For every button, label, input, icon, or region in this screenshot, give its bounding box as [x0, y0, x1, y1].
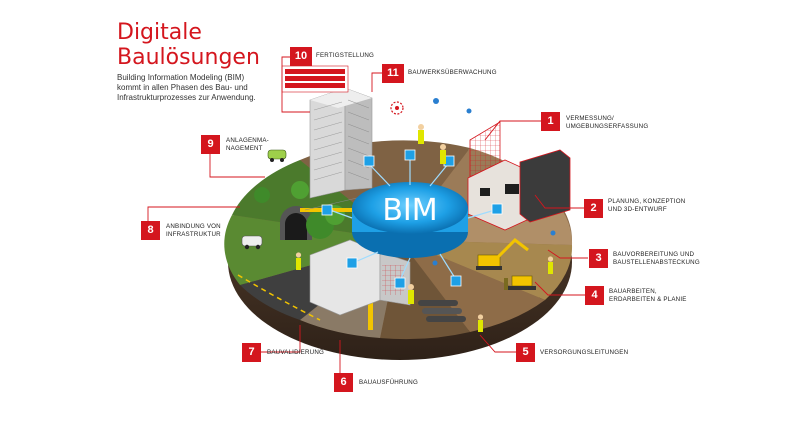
phase-8-label-line-1: Anbindung von: [166, 223, 221, 230]
phase-3-badge: 3: [589, 249, 608, 268]
phase-6-label-line-1: Bauausführung: [359, 379, 418, 386]
phase-1-label: Vermessung/ Umgebungserfassung: [566, 115, 648, 130]
phase-8-label-line-2: Infrastruktur: [166, 230, 221, 238]
phase-4-label: Bauarbeiten, Erdarbeiten & Planie: [609, 288, 687, 303]
phase-9-label-line-1: Anlagenma-: [226, 137, 269, 144]
phase-11-badge: 11: [382, 64, 404, 83]
bim-hub: BIM: [352, 182, 468, 258]
car-icon: [267, 149, 287, 162]
phase-11-label: Bauwerksüberwachung: [408, 69, 497, 77]
phase-5-label: Versorgungsleitungen: [540, 349, 628, 357]
phase-6-label: Bauausführung: [359, 379, 418, 387]
tunnel-icon: [280, 206, 312, 240]
phase-7-badge: 7: [242, 343, 261, 362]
phase-4-badge: 4: [585, 286, 604, 305]
phase-1-badge: 1: [541, 112, 560, 131]
phase-6-badge: 6: [334, 373, 353, 392]
phase-8-label: Anbindung von Infrastruktur: [166, 223, 221, 238]
phase-10-label: Fertigstellung: [316, 52, 374, 60]
phase-3-label-line-2: Baustellenabsteckung: [613, 258, 700, 266]
road-marking: [237, 274, 321, 321]
phase-10-label-line-1: Fertigstellung: [316, 52, 375, 59]
phase-1-label-line-1: Vermessung/: [566, 115, 614, 122]
phase-5-badge: 5: [516, 343, 535, 362]
subtitle-line-1: Building Information Modeling (BIM): [117, 73, 245, 82]
phase-3-label: Bauvorbereitung und Baustellenabsteckung: [613, 251, 700, 266]
phase-2-label-line-2: und 3D-Entwurf: [608, 205, 667, 213]
phase-4-label-line-2: Erdarbeiten & Planie: [609, 295, 687, 303]
phase-9-label: Anlagenma- nagement: [226, 137, 269, 152]
pipe-icon: [418, 300, 466, 322]
phase-2-label: Planung, Konzeption und 3D-Entwurf: [608, 198, 685, 213]
phase-3-label-line-1: Bauvorbereitung und: [613, 251, 695, 258]
satellite-icon: [432, 98, 556, 266]
phase-8-badge: 8: [141, 221, 160, 240]
surveyor-icon: [295, 124, 554, 332]
bim-connections: [329, 160, 496, 281]
sector-infrastructure: [224, 215, 400, 285]
title-line-2: Baulösungen: [117, 45, 260, 70]
phase-10-badge: 10: [290, 47, 312, 66]
phase-1-label-line-2: Umgebungserfassung: [566, 122, 649, 130]
checklist-icon: [281, 65, 349, 93]
phase-7-label: Bauvalidierung: [267, 349, 324, 357]
excavator-icon: [476, 238, 529, 270]
phase-2-badge: 2: [584, 199, 603, 218]
car-icon: [241, 235, 263, 250]
phase-4-label-line-1: Bauarbeiten,: [609, 288, 657, 295]
sensor-icon: [390, 101, 404, 115]
phase-7-label-line-1: Bauvalidierung: [267, 349, 325, 356]
phase-3-tank: [519, 149, 571, 223]
subtitle-line-3: Infrastrukturprozesses zur Anwendung.: [117, 93, 256, 102]
title-line-1: Digitale: [117, 20, 202, 45]
phase-9-badge: 9: [201, 135, 220, 154]
phase-9-label-line-2: nagement: [226, 144, 263, 152]
phase-11-label-line-1: Bauwerksüberwachung: [408, 69, 497, 76]
phase-2-label-line-1: Planung, Konzeption: [608, 198, 686, 205]
phase-5-label-line-1: Versorgungsleitungen: [540, 349, 629, 356]
subtitle: Building Information Modeling (BIM) komm…: [117, 73, 277, 103]
subtitle-line-2: kommt in allen Phasen des Bau- und: [117, 83, 248, 92]
page-title: Digitale Baulösungen: [117, 20, 260, 70]
bim-label: BIM: [382, 193, 437, 228]
bulldozer-icon: [504, 275, 536, 290]
